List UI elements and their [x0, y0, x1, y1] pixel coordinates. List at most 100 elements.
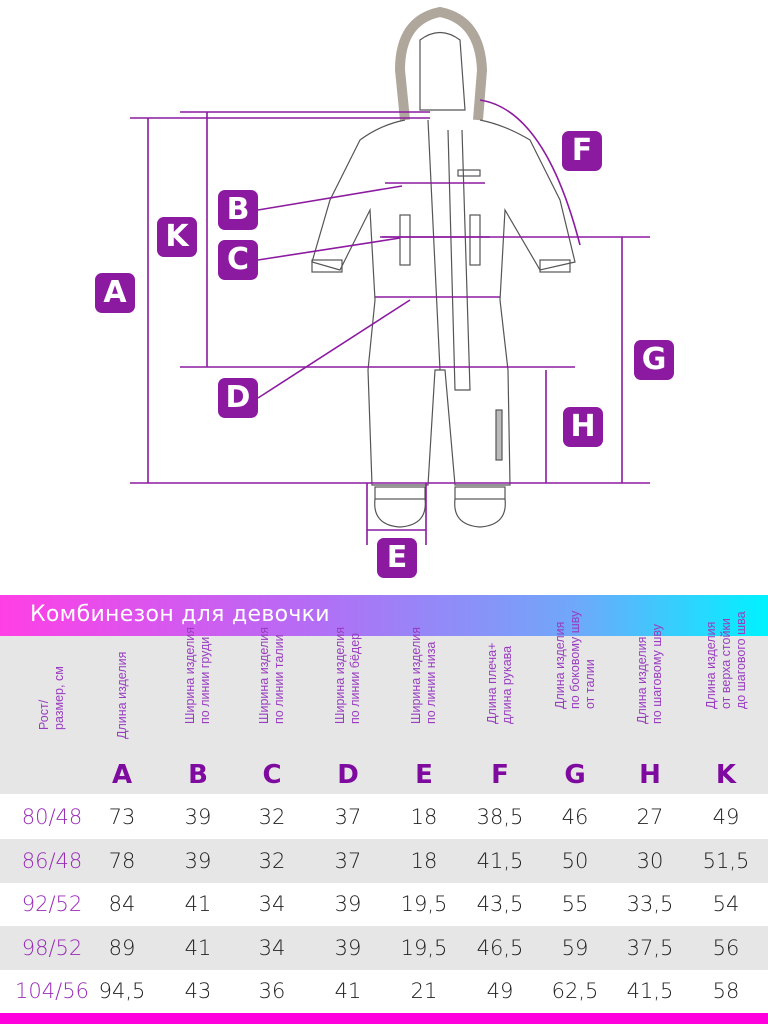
- garment-outline: [311, 6, 576, 528]
- header-line: от верха стойки: [718, 618, 733, 709]
- value-cell: 30: [636, 848, 664, 873]
- header-letter: F: [491, 760, 509, 790]
- header-line: Ширина изделия: [183, 626, 197, 724]
- value-cell: 33,5: [626, 892, 674, 917]
- value-cell: 84: [108, 892, 136, 917]
- value-cell: 43: [184, 979, 212, 1004]
- value-cell: 18: [410, 805, 438, 829]
- label-g: G: [634, 340, 674, 380]
- header-line: по линии низа: [424, 641, 438, 724]
- value-cell: 51,5: [702, 848, 750, 873]
- value-cell: 50: [561, 848, 589, 873]
- value-cell: 36: [258, 979, 286, 1004]
- size-cell: 92/52: [21, 892, 83, 917]
- label-f: F: [562, 131, 602, 171]
- header-line: Длина изделия: [114, 651, 129, 739]
- header-line: Рост/: [37, 699, 51, 730]
- value-cell: 41: [184, 935, 212, 960]
- value-cell: 37: [334, 848, 362, 873]
- value-cell: 19,5: [400, 892, 448, 917]
- value-cell: 39: [334, 892, 362, 917]
- header-line: по боковому шву: [567, 610, 582, 709]
- value-cell: 34: [258, 935, 286, 960]
- label-d: D: [218, 378, 258, 418]
- size-cell: 98/52: [21, 935, 83, 960]
- table-title: Комбинезон для девочки: [30, 602, 330, 627]
- value-cell: 41,5: [626, 979, 674, 1004]
- header-line: размер, см: [52, 666, 66, 730]
- measurement-lines: [130, 99, 650, 545]
- value-cell: 54: [712, 892, 740, 917]
- value-cell: 41: [334, 979, 362, 1004]
- header-letter: E: [415, 760, 433, 790]
- label-b: B: [218, 190, 258, 230]
- value-cell: 34: [258, 892, 286, 917]
- value-cell: 43,5: [476, 892, 524, 917]
- header-line: Длина изделия: [635, 636, 649, 724]
- header-line: Ширина изделия: [409, 626, 423, 724]
- value-cell: 89: [108, 935, 136, 960]
- value-cell: 39: [184, 848, 212, 873]
- table-row: 92/52 84 41 34 39 19,5 43,5 55 33,5 54: [0, 882, 768, 926]
- value-cell: 18: [410, 848, 438, 873]
- header-col: Рост/размер, см: [14, 636, 90, 794]
- header-line: Длина изделия: [703, 621, 718, 709]
- value-cell: 32: [258, 805, 286, 829]
- size-cell: 86/48: [21, 848, 83, 873]
- header-text: Длина плеча+длина рукава: [485, 643, 515, 724]
- header-line: Длина изделия: [552, 621, 567, 709]
- value-cell: 56: [712, 935, 740, 960]
- header-letter: A: [111, 760, 133, 790]
- header-line: по линии талии: [272, 634, 286, 724]
- header-letter: G: [564, 760, 586, 790]
- value-cell: 46,5: [476, 935, 524, 960]
- value-cell: 62,5: [551, 979, 599, 1004]
- value-cell: 27: [636, 805, 664, 829]
- header-line: Длина плеча+: [485, 642, 499, 724]
- title-bar: Комбинезон для девочки: [0, 595, 768, 636]
- header-letter: D: [337, 760, 359, 790]
- value-cell: 49: [486, 979, 514, 1004]
- value-cell: 46: [561, 805, 589, 829]
- label-k: K: [157, 217, 197, 257]
- value-cell: 37: [334, 805, 362, 829]
- value-cell: 73: [108, 805, 136, 829]
- size-cell: 104/56: [15, 979, 89, 1004]
- header-letter: H: [639, 760, 661, 790]
- value-cell: 41: [184, 892, 212, 917]
- label-c: C: [218, 240, 258, 280]
- value-cell: 55: [561, 892, 589, 917]
- value-cell: 19,5: [400, 935, 448, 960]
- overall-sketch: [130, 6, 650, 545]
- header-text: Длина изделия: [115, 652, 130, 739]
- header-line: Ширина изделия: [257, 626, 271, 724]
- garment-diagram: A K B C D F G H E: [95, 6, 674, 578]
- header-line: Ширина изделия: [333, 626, 347, 724]
- label-h: H: [563, 407, 603, 447]
- header-line: по линии груди: [198, 636, 212, 724]
- header-line: от талии: [582, 659, 597, 709]
- value-cell: 37,5: [626, 935, 674, 960]
- label-e: E: [377, 538, 417, 578]
- header-letter: C: [262, 760, 282, 790]
- value-cell: 39: [334, 935, 362, 960]
- header-text: Рост/размер, см: [37, 666, 67, 730]
- value-cell: 78: [108, 848, 136, 873]
- value-cell: 21: [410, 979, 438, 1004]
